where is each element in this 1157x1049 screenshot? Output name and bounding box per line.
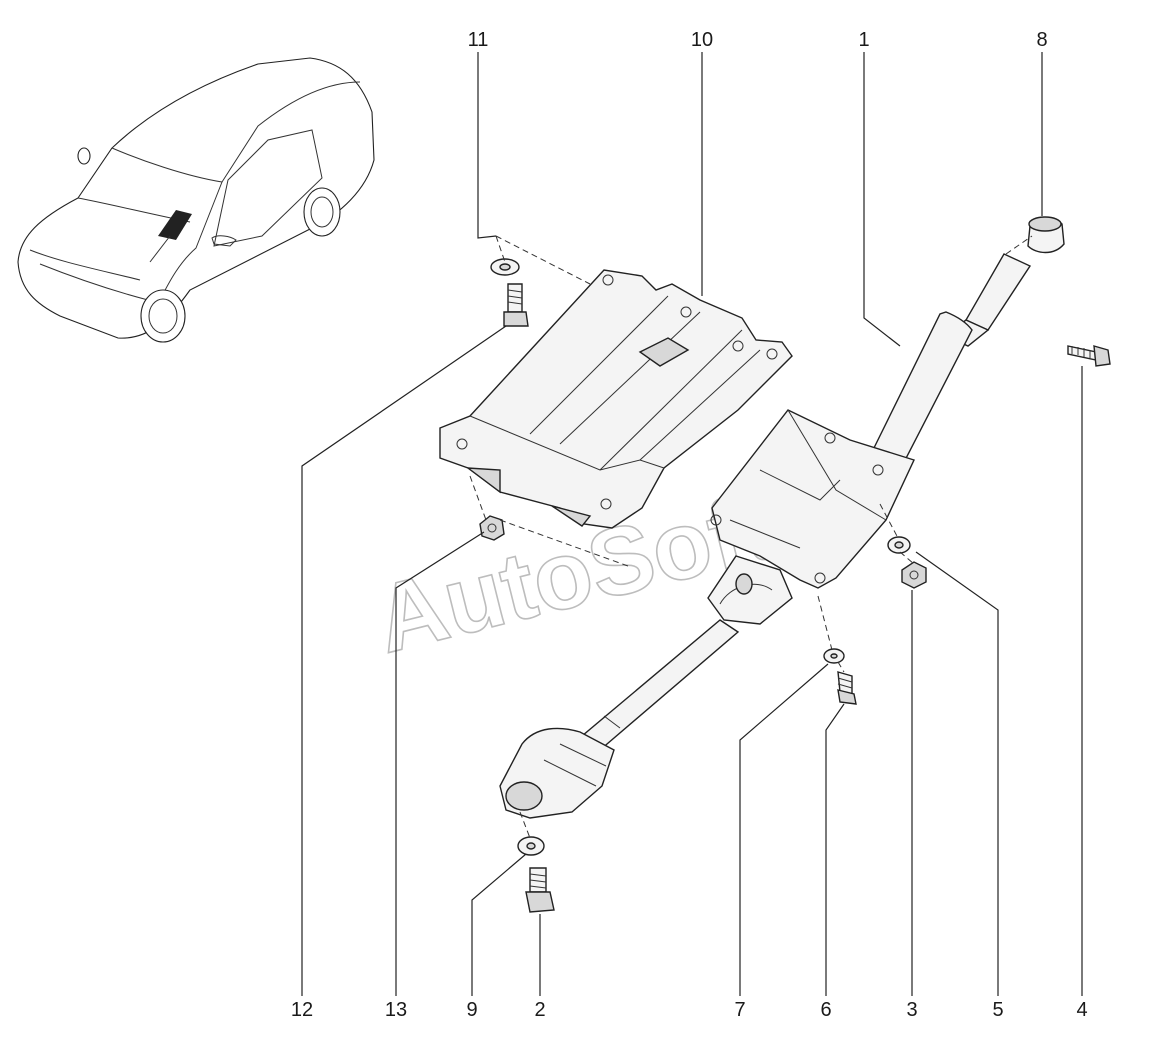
callout-labels: 11 10 1 8 12 13 9 2 7 6 3 5 4	[291, 29, 1088, 1021]
callout-7: 7	[734, 999, 745, 1021]
washer-11	[490, 258, 520, 276]
nut-3	[901, 561, 927, 589]
column-cap	[1027, 216, 1065, 254]
callout-3: 3	[906, 999, 917, 1021]
assembly-lines	[469, 235, 1033, 839]
callout-2: 2	[534, 999, 545, 1021]
callout-4: 4	[1076, 999, 1087, 1021]
bolt-2	[525, 867, 555, 913]
callout-9: 9	[466, 999, 477, 1021]
self-tapping-screw	[1067, 345, 1111, 367]
callout-5: 5	[992, 999, 1003, 1021]
callout-8: 8	[1036, 29, 1047, 51]
callout-6: 6	[820, 999, 831, 1021]
callout-1: 1	[858, 29, 869, 51]
steering-column	[499, 253, 1032, 819]
mounting-bracket	[439, 269, 793, 529]
bolt-6	[837, 671, 857, 705]
callout-13: 13	[385, 999, 407, 1021]
washer-5	[887, 536, 911, 554]
callout-10: 10	[691, 29, 713, 51]
leader-lines	[301, 52, 1083, 996]
bolt-12	[503, 283, 529, 327]
washer-7	[823, 648, 845, 664]
washer-9	[517, 836, 545, 856]
callout-12: 12	[291, 999, 313, 1021]
callout-11: 11	[468, 29, 489, 51]
vehicle-location-thumbnail	[17, 57, 375, 343]
nut-13	[479, 515, 505, 541]
